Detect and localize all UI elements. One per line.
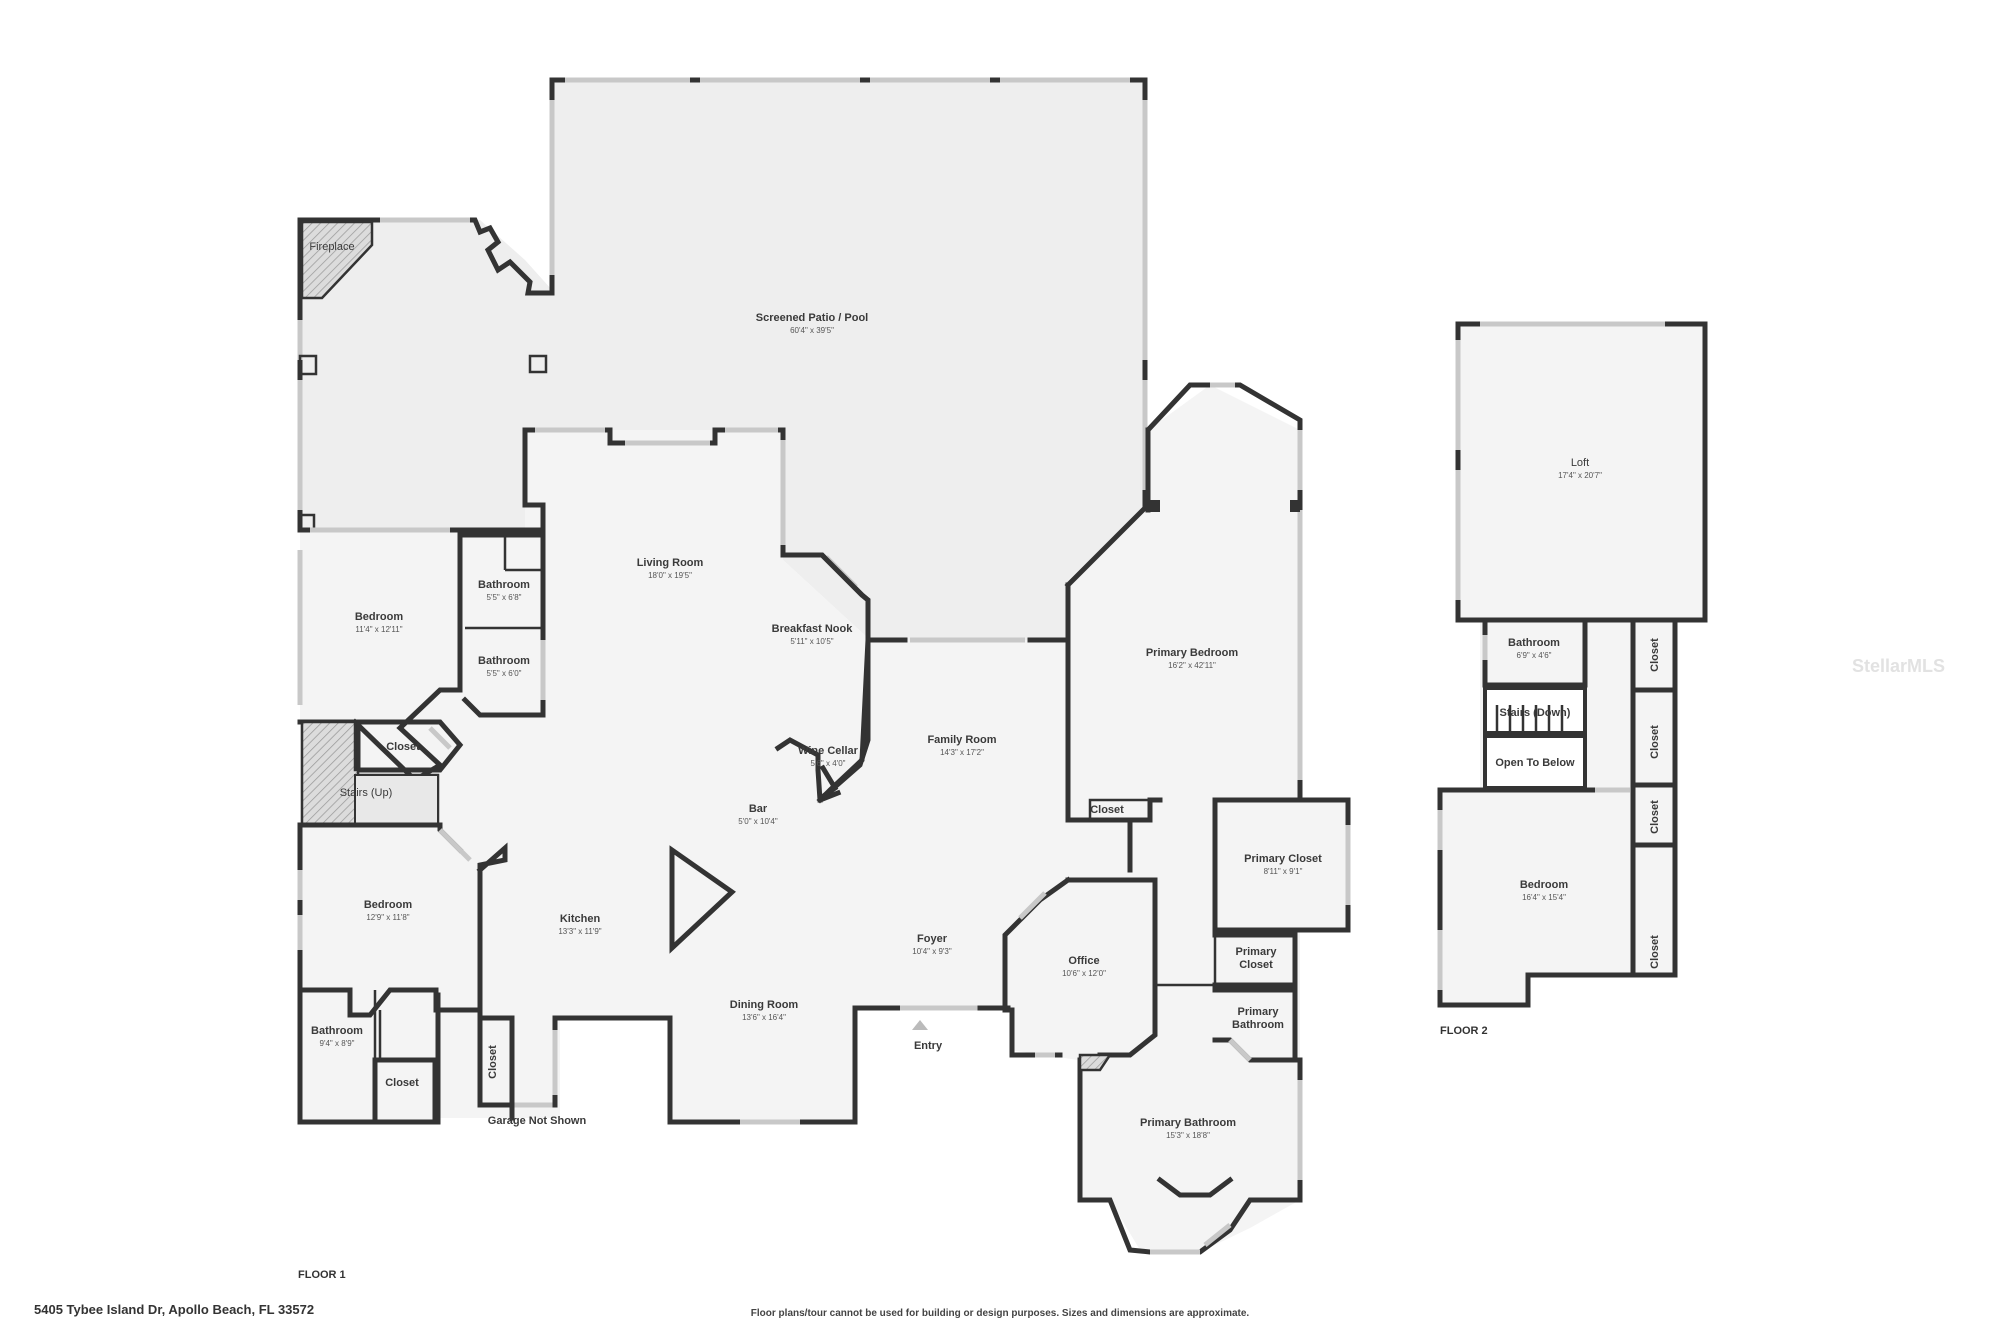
room-dim-primary-bathroom: 15'3" x 18'8" bbox=[1166, 1131, 1210, 1140]
floor-1-plan: Fireplace bbox=[297, 77, 1351, 1255]
floor-2-plan bbox=[1437, 321, 1708, 1008]
room-name-f2-closet-1: Closet bbox=[1649, 638, 1661, 672]
room-name-kitchen: Kitchen bbox=[560, 913, 601, 925]
room-name-primary-bathroom: Primary Bathroom bbox=[1140, 1117, 1236, 1129]
room-dim-wine-cellar: 5'6" x 4'0" bbox=[811, 759, 846, 768]
room-name-primary-bedroom: Primary Bedroom bbox=[1146, 647, 1239, 659]
room-name-family: Family Room bbox=[927, 734, 996, 746]
address-text: 5405 Tybee Island Dr, Apollo Beach, FL 3… bbox=[34, 1302, 314, 1317]
room-name-closet-1: Closet bbox=[386, 741, 420, 753]
room-dim-office: 10'6" x 12'0" bbox=[1062, 969, 1106, 978]
room-name-closet-2: Closet bbox=[1090, 804, 1124, 816]
room-name-f2-closet-3: Closet bbox=[1649, 800, 1661, 834]
room-dim-bedroom-2: 12'9" x 11'8" bbox=[366, 913, 409, 922]
room-dim-bathroom-1: 5'5" x 6'8" bbox=[487, 593, 522, 602]
room-dim-bathroom-2: 5'5" x 6'0" bbox=[487, 669, 522, 678]
room-name-bathroom-3: Bathroom bbox=[311, 1025, 363, 1037]
room-name-breakfast: Breakfast Nook bbox=[772, 623, 854, 635]
room-name-patio: Screened Patio / Pool bbox=[756, 312, 868, 324]
entry-label: Entry bbox=[914, 1040, 943, 1052]
room-name-loft: Loft bbox=[1571, 457, 1589, 469]
room-name-bedroom-1: Bedroom bbox=[355, 611, 404, 623]
room-name-f2-bathroom: Bathroom bbox=[1508, 637, 1560, 649]
room-name-f2-closet-4: Closet bbox=[1649, 935, 1661, 969]
room-dim-family: 14'3" x 17'2" bbox=[940, 748, 984, 757]
room-name-primary-closet-2-line2: Closet bbox=[1239, 959, 1273, 971]
room-dim-foyer: 10'4" x 9'3" bbox=[912, 947, 952, 956]
fireplace-label: Fireplace bbox=[309, 241, 354, 253]
room-name-foyer: Foyer bbox=[917, 933, 948, 945]
room-dim-living: 18'0" x 19'5" bbox=[648, 571, 692, 580]
room-name-wine-cellar: Wine Cellar bbox=[798, 745, 859, 757]
room-dim-f2-bathroom: 6'9" x 4'6" bbox=[1517, 651, 1552, 660]
room-name-primary-closet: Primary Closet bbox=[1244, 853, 1322, 865]
floor-2-label: FLOOR 2 bbox=[1440, 1025, 1488, 1037]
room-name-f2-bedroom: Bedroom bbox=[1520, 879, 1569, 891]
room-name-primary-closet-2-line1: Primary bbox=[1236, 946, 1278, 958]
room-name-closet-3: Closet bbox=[385, 1077, 419, 1089]
watermark-logo: StellarMLS bbox=[1852, 656, 1945, 676]
room-dim-primary-closet: 8'11" x 9'1" bbox=[1264, 867, 1303, 876]
room-name-bedroom-2: Bedroom bbox=[364, 899, 413, 911]
room-dim-bedroom-1: 11'4" x 12'11" bbox=[355, 625, 402, 634]
fireplace-icon bbox=[300, 220, 374, 300]
room-name-office: Office bbox=[1068, 955, 1099, 967]
room-name-bathroom-1: Bathroom bbox=[478, 579, 530, 591]
room-dim-primary-bedroom: 16'2" x 42'11" bbox=[1168, 661, 1216, 670]
room-dim-f2-bedroom: 16'4" x 15'4" bbox=[1522, 893, 1566, 902]
garage-label: Garage Not Shown bbox=[488, 1115, 587, 1127]
room-name-stairs-up: Stairs (Up) bbox=[340, 787, 393, 799]
room-name-bar: Bar bbox=[749, 803, 768, 815]
room-labels: Screened Patio / Pool 60'4" x 39'5" Livi… bbox=[311, 312, 1661, 1140]
room-name-stairs-down: Stairs (Down) bbox=[1500, 707, 1571, 719]
room-dim-dining: 13'6" x 16'4" bbox=[742, 1013, 786, 1022]
room-dim-patio: 60'4" x 39'5" bbox=[790, 326, 834, 335]
room-dim-kitchen: 13'3" x 11'9" bbox=[558, 927, 601, 936]
room-name-living: Living Room bbox=[637, 557, 704, 569]
room-name-dining: Dining Room bbox=[730, 999, 799, 1011]
room-name-closet-4: Closet bbox=[487, 1045, 499, 1079]
room-dim-bathroom-3: 9'4" x 8'9" bbox=[320, 1039, 355, 1048]
room-dim-loft: 17'4" x 20'7" bbox=[1558, 471, 1602, 480]
room-dim-breakfast: 5'11" x 10'5" bbox=[790, 637, 833, 646]
disclaimer-text: Floor plans/tour cannot be used for buil… bbox=[751, 1308, 1250, 1319]
room-dim-bar: 5'0" x 10'4" bbox=[738, 817, 778, 826]
room-name-bathroom-2: Bathroom bbox=[478, 655, 530, 667]
room-name-f2-closet-2: Closet bbox=[1649, 725, 1661, 759]
room-name-open-to-below: Open To Below bbox=[1495, 757, 1575, 769]
floor-1-label: FLOOR 1 bbox=[298, 1269, 346, 1281]
